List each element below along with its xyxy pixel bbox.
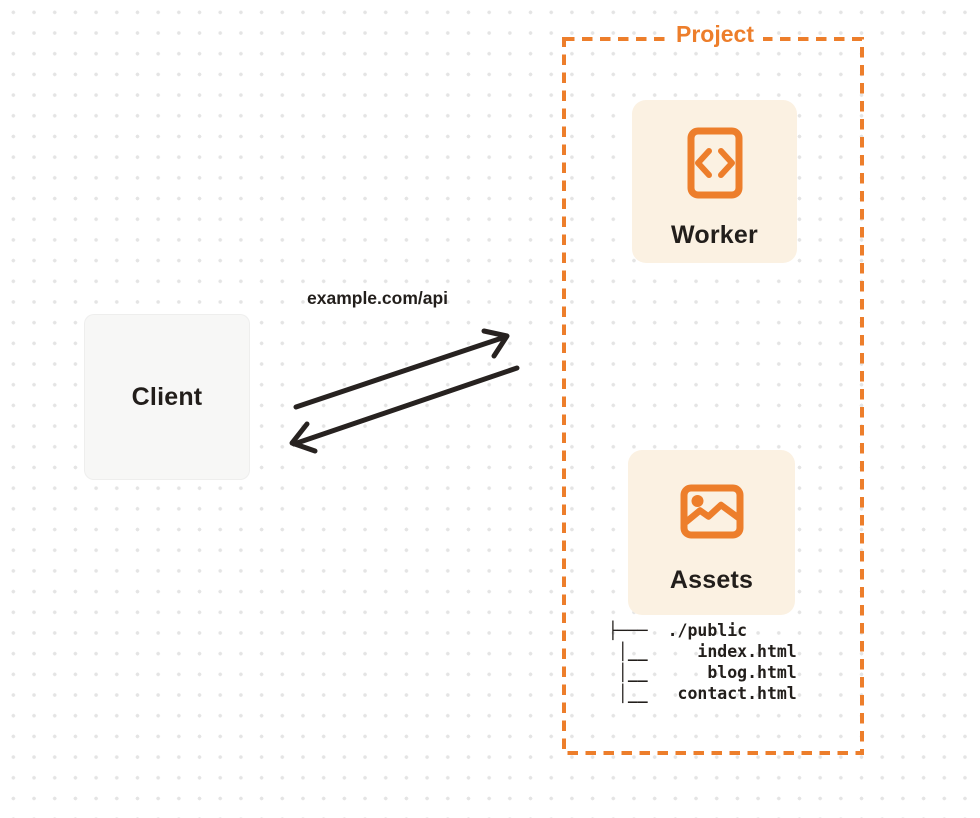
worker-node: Worker	[632, 100, 797, 263]
code-file-icon	[687, 127, 742, 199]
assets-label: Assets	[669, 566, 754, 594]
image-icon	[680, 484, 743, 539]
client-node: Client	[84, 314, 250, 480]
request-url-label: example.com/api	[307, 288, 449, 308]
response-arrow	[289, 365, 520, 454]
worker-label: Worker	[671, 221, 758, 249]
assets-node: Assets	[628, 450, 795, 615]
assets-file-tree: ├─── ./public │__ index.html │__ blog.ht…	[608, 621, 797, 703]
project-group-label: Project	[667, 21, 763, 48]
request-arrow	[293, 328, 510, 410]
client-label: Client	[131, 382, 203, 411]
